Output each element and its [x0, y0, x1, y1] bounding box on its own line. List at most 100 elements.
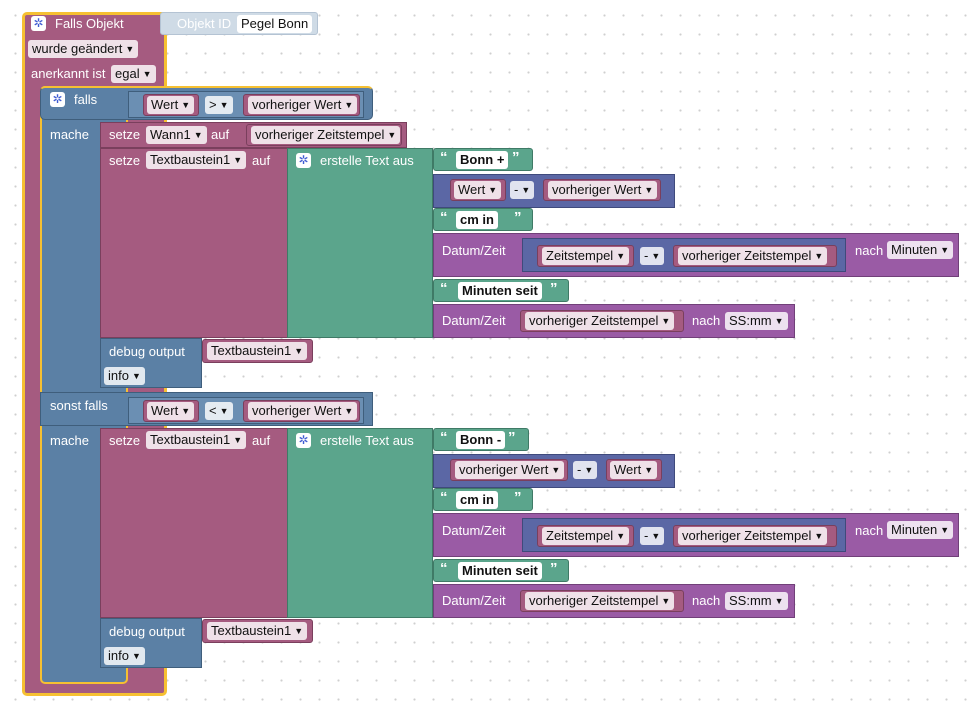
prev-time-var[interactable]: vorheriger Zeitstempel▼	[673, 525, 837, 547]
value-dropdown[interactable]: Wert▼	[147, 402, 195, 420]
text-literal-minuten-seit[interactable]: “ Minuten seit ”	[433, 279, 569, 302]
setze-label: setze	[109, 127, 141, 142]
prev-value-dropdown[interactable]: vorheriger Wert▼	[455, 461, 565, 479]
minus-dropdown[interactable]: -▼	[640, 247, 665, 265]
gear-icon[interactable]: ✲	[31, 16, 46, 31]
text-value: Bonn -	[460, 432, 502, 447]
dropdown-arrow-icon: ▼	[551, 465, 561, 475]
prev-time-dropdown[interactable]: vorheriger Zeitstempel▼	[525, 592, 675, 610]
value-dropdown[interactable]: Wert▼	[610, 461, 658, 479]
ack-label: anerkannt ist	[31, 66, 106, 81]
text-var[interactable]: Textbaustein1▼	[202, 619, 313, 643]
format-text: SS:mm	[729, 593, 772, 608]
text-var-dropdown[interactable]: Textbaustein1▼	[207, 342, 308, 360]
dropdown-arrow-icon: ▼	[814, 531, 824, 541]
level-dropdown[interactable]: info▼	[104, 647, 145, 665]
format-dropdown[interactable]: SS:mm▼	[725, 312, 788, 330]
text-var-dropdown[interactable]: Textbaustein1▼	[146, 151, 247, 169]
changed-dropdown[interactable]: wurde geändert▼	[28, 40, 139, 58]
prev-value-text: vorheriger Wert	[459, 462, 549, 477]
create-text-block-1[interactable]	[287, 148, 433, 338]
format-dropdown[interactable]: SS:mm▼	[725, 592, 788, 610]
prev-time-dropdown[interactable]: vorheriger Zeitstempel▼	[678, 247, 828, 265]
time-var[interactable]: Zeitstempel▼	[537, 245, 634, 267]
wann1-dropdown[interactable]: Wann1▼	[146, 126, 207, 144]
minus-dropdown[interactable]: -▼	[510, 181, 535, 199]
time-dropdown[interactable]: Zeitstempel▼	[542, 247, 630, 265]
prev-value-var[interactable]: vorheriger Wert▼	[543, 179, 661, 201]
text-var-dropdown[interactable]: Textbaustein1▼	[207, 622, 308, 640]
prev-time-dropdown[interactable]: vorheriger Zeitstempel▼	[251, 126, 401, 144]
operator-text: >	[209, 97, 217, 112]
prev-value-var-2[interactable]: vorheriger Wert▼	[243, 400, 360, 422]
value-dropdown[interactable]: Wert▼	[147, 96, 195, 114]
text-literal-bonn-plus[interactable]: “ Bonn + ”	[433, 148, 533, 171]
prev-time-dropdown[interactable]: vorheriger Zeitstempel▼	[678, 527, 828, 545]
prev-time-var[interactable]: vorheriger Zeitstempel▼	[520, 590, 684, 612]
dropdown-arrow-icon: ▼	[344, 406, 354, 416]
level-dropdown[interactable]: info▼	[104, 367, 145, 385]
text-field[interactable]: cm in	[456, 491, 498, 509]
dropdown-arrow-icon: ▼	[651, 251, 661, 261]
text-literal-cm-in-2[interactable]: “ cm in ”	[433, 488, 533, 511]
minus-dropdown[interactable]: -▼	[640, 527, 665, 545]
text-field[interactable]: Bonn +	[456, 151, 509, 169]
minus-dropdown[interactable]: -▼	[573, 461, 598, 479]
text-literal-cm-in[interactable]: “ cm in ”	[433, 208, 533, 231]
value-dropdown[interactable]: Wert▼	[454, 181, 502, 199]
prev-value-dropdown[interactable]: vorheriger Wert▼	[248, 96, 358, 114]
gear-icon[interactable]: ✲	[296, 433, 311, 448]
wann1-text: Wann1	[150, 127, 191, 142]
operator-dropdown-2[interactable]: <▼	[205, 402, 233, 420]
value-var[interactable]: Wert▼	[450, 179, 506, 201]
object-id-value[interactable]: Pegel Bonn	[237, 15, 313, 33]
prev-time-var[interactable]: vorheriger Zeitstempel▼	[673, 245, 837, 267]
prev-value-dropdown[interactable]: vorheriger Wert▼	[248, 402, 358, 420]
text-var[interactable]: Textbaustein1▼	[202, 339, 313, 363]
create-text-block-2[interactable]	[287, 428, 433, 618]
prev-value-dropdown[interactable]: vorheriger Wert▼	[548, 181, 658, 199]
text-var-text: Textbaustein1	[211, 343, 292, 358]
prev-value-var[interactable]: vorheriger Wert▼	[450, 459, 568, 481]
dropdown-arrow-icon: ▼	[131, 651, 141, 661]
gear-icon[interactable]: ✲	[296, 153, 311, 168]
value-var-1[interactable]: Wert▼	[143, 94, 199, 116]
dropdown-arrow-icon: ▼	[644, 185, 654, 195]
text-field[interactable]: Minuten seit	[458, 562, 542, 580]
text-field[interactable]: Minuten seit	[458, 282, 542, 300]
ack-dropdown[interactable]: egal▼	[111, 65, 156, 83]
sonst-falls-label: sonst falls	[50, 398, 108, 413]
text-field[interactable]: cm in	[456, 211, 498, 229]
time-dropdown[interactable]: Zeitstempel▼	[542, 527, 630, 545]
quote-open-icon: “	[440, 489, 448, 506]
prev-time-dropdown[interactable]: vorheriger Zeitstempel▼	[525, 312, 675, 330]
value-var-2[interactable]: Wert▼	[143, 400, 199, 422]
text-value: Minuten seit	[462, 563, 538, 578]
text-literal-minuten-seit-2[interactable]: “ Minuten seit ”	[433, 559, 569, 582]
operator-dropdown-1[interactable]: >▼	[205, 96, 233, 114]
set-text-block-2[interactable]	[100, 428, 290, 618]
prev-time-var[interactable]: vorheriger Zeitstempel▼	[520, 310, 684, 332]
ack-text: egal	[115, 66, 140, 81]
gear-icon[interactable]: ✲	[50, 92, 65, 107]
value-text: Wert	[458, 182, 486, 197]
text-literal-bonn-minus[interactable]: “ Bonn - ”	[433, 428, 529, 451]
object-id-block[interactable]: Objekt ID Pegel Bonn	[160, 12, 318, 35]
unit-dropdown[interactable]: Minuten▼	[887, 241, 954, 259]
prev-time-var[interactable]: vorheriger Zeitstempel▼	[246, 124, 402, 146]
dropdown-arrow-icon: ▼	[294, 346, 304, 356]
unit-dropdown[interactable]: Minuten▼	[887, 521, 954, 539]
prev-value-text: vorheriger Wert	[252, 403, 342, 418]
text-var-dropdown[interactable]: Textbaustein1▼	[146, 431, 247, 449]
set-text-block-1[interactable]	[100, 148, 290, 338]
object-id-text: Pegel Bonn	[241, 16, 309, 31]
value-var[interactable]: Wert▼	[606, 459, 662, 481]
dropdown-arrow-icon: ▼	[644, 465, 654, 475]
time-text: Zeitstempel	[546, 248, 614, 263]
text-field[interactable]: Bonn -	[456, 431, 506, 449]
text-var-text: Textbaustein1	[211, 623, 292, 638]
dropdown-arrow-icon: ▼	[181, 100, 191, 110]
time-var[interactable]: Zeitstempel▼	[537, 525, 634, 547]
prev-value-var-1[interactable]: vorheriger Wert▼	[243, 94, 360, 116]
text-var-text: Textbaustein1	[150, 432, 231, 447]
